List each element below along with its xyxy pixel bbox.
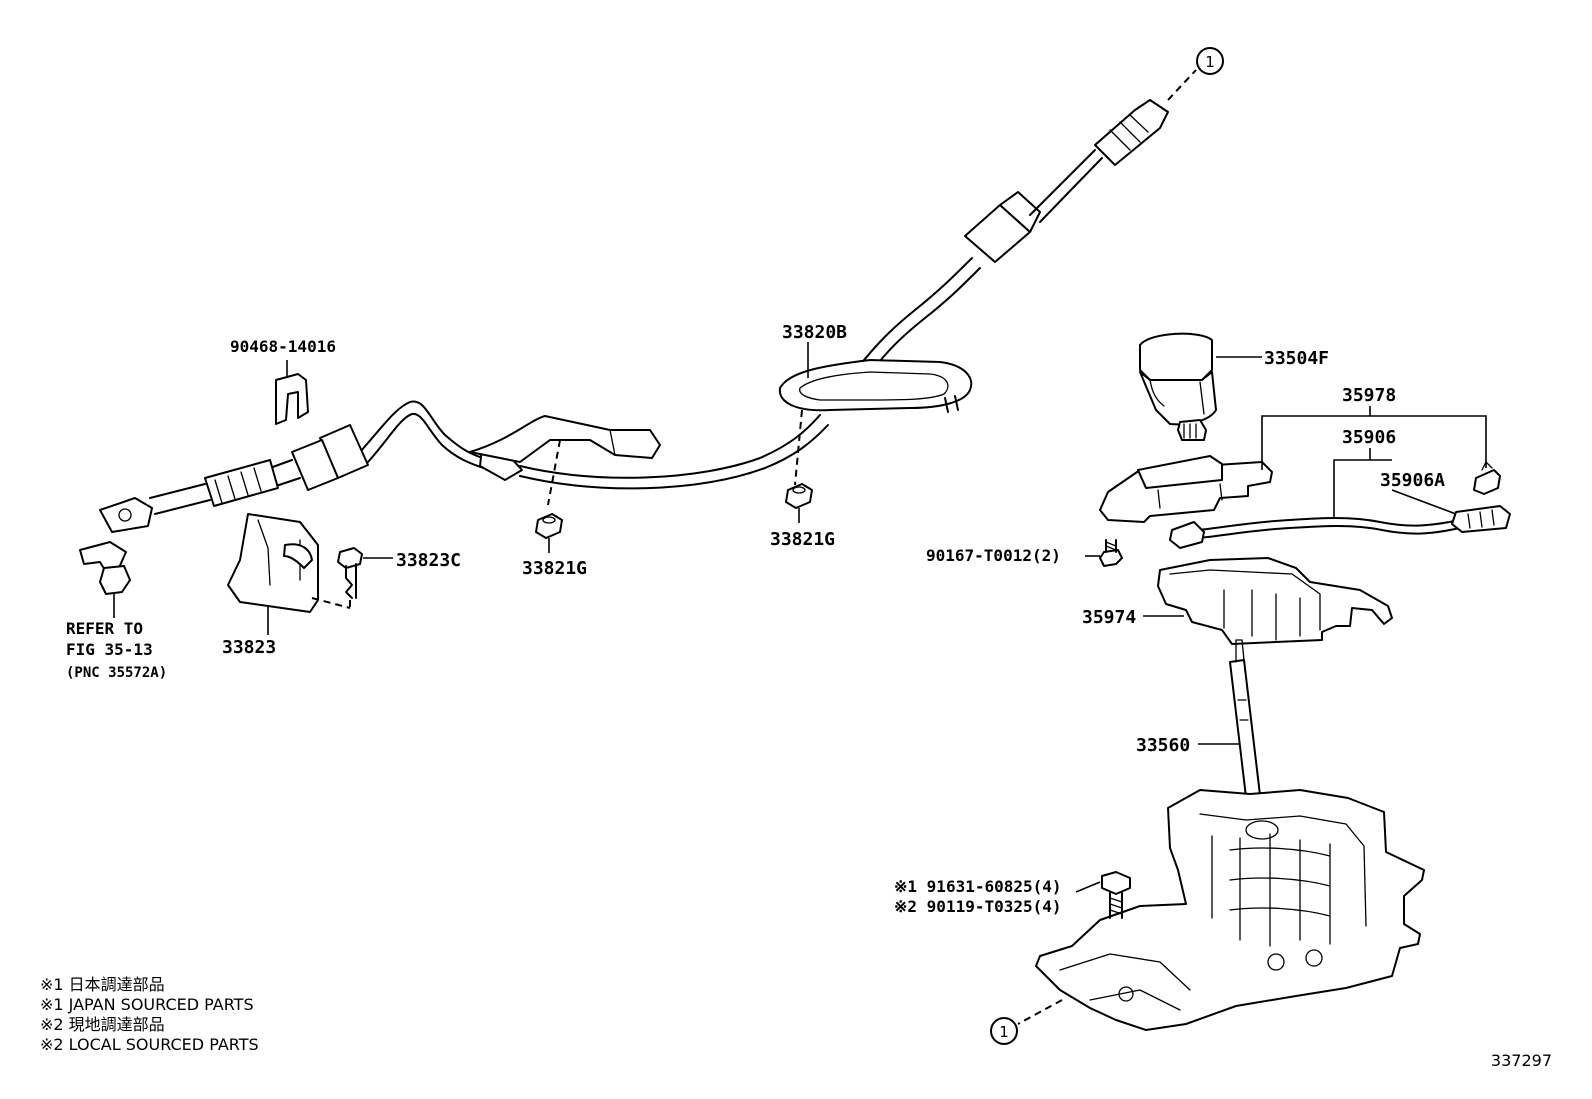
label-33504f: 33504F bbox=[1264, 348, 1329, 369]
nut-33821g-left bbox=[535, 513, 563, 553]
bolt-90167 bbox=[1099, 539, 1123, 567]
clip-35978 bbox=[1473, 461, 1501, 495]
label-35974: 35974 bbox=[1082, 607, 1136, 628]
connector-mark-top: 1 bbox=[1196, 47, 1224, 75]
illustration-number: 337297 bbox=[1491, 1051, 1552, 1070]
label-33821g-right: 33821G bbox=[770, 529, 835, 550]
refer-to-line-1: REFER TO bbox=[66, 619, 143, 638]
refer-to-line-2: FIG 35-13 bbox=[66, 640, 153, 659]
clip-90468 bbox=[275, 360, 309, 425]
label-90468-14016: 90468-14016 bbox=[230, 337, 336, 356]
pivot-refer-part bbox=[79, 541, 131, 618]
shift-base-assembly bbox=[1017, 789, 1425, 1031]
refer-to-line-3: (PNC 35572A) bbox=[66, 665, 167, 681]
label-35978: 35978 bbox=[1342, 385, 1396, 406]
connector-mark-bottom-text: 1 bbox=[999, 1023, 1009, 1041]
nut-33821g-right bbox=[785, 483, 813, 523]
shift-lever bbox=[1198, 639, 1263, 815]
bolt-33823c bbox=[337, 547, 393, 612]
label-33823c: 33823C bbox=[396, 550, 461, 571]
label-35906: 35906 bbox=[1342, 427, 1396, 448]
cover-35974 bbox=[1143, 557, 1393, 645]
label-90119-t0325: ※2 90119-T0325(4) bbox=[894, 897, 1062, 916]
label-33820b: 33820B bbox=[782, 322, 847, 343]
label-90167-t0012: 90167-T0012(2) bbox=[926, 546, 1061, 565]
note-local-sourced-en: ※2 LOCAL SOURCED PARTS bbox=[40, 1035, 259, 1054]
note-japan-sourced-jp: ※1 日本調達部品 bbox=[40, 975, 165, 994]
label-91631-60825: ※1 91631-60825(4) bbox=[894, 877, 1062, 896]
bolt-91631 bbox=[1075, 871, 1131, 919]
leader-lines bbox=[807, 342, 1487, 557]
indicator-housing bbox=[1099, 455, 1273, 523]
connector-mark-bottom: 1 bbox=[990, 1017, 1018, 1045]
label-33560: 33560 bbox=[1136, 735, 1190, 756]
note-local-sourced-jp: ※2 現地調達部品 bbox=[40, 1015, 165, 1034]
shift-knob bbox=[1139, 332, 1262, 441]
label-33821g-left: 33821G bbox=[522, 558, 587, 579]
cable-bracket-plate bbox=[778, 359, 973, 486]
label-35906a: 35906A bbox=[1380, 470, 1445, 491]
connector-mark-top-text: 1 bbox=[1205, 53, 1215, 71]
shift-cable bbox=[99, 69, 1197, 533]
note-japan-sourced-en: ※1 JAPAN SOURCED PARTS bbox=[40, 995, 254, 1014]
label-33823: 33823 bbox=[222, 637, 276, 658]
bracket-33823 bbox=[227, 513, 351, 635]
wire-harness bbox=[1169, 505, 1511, 549]
